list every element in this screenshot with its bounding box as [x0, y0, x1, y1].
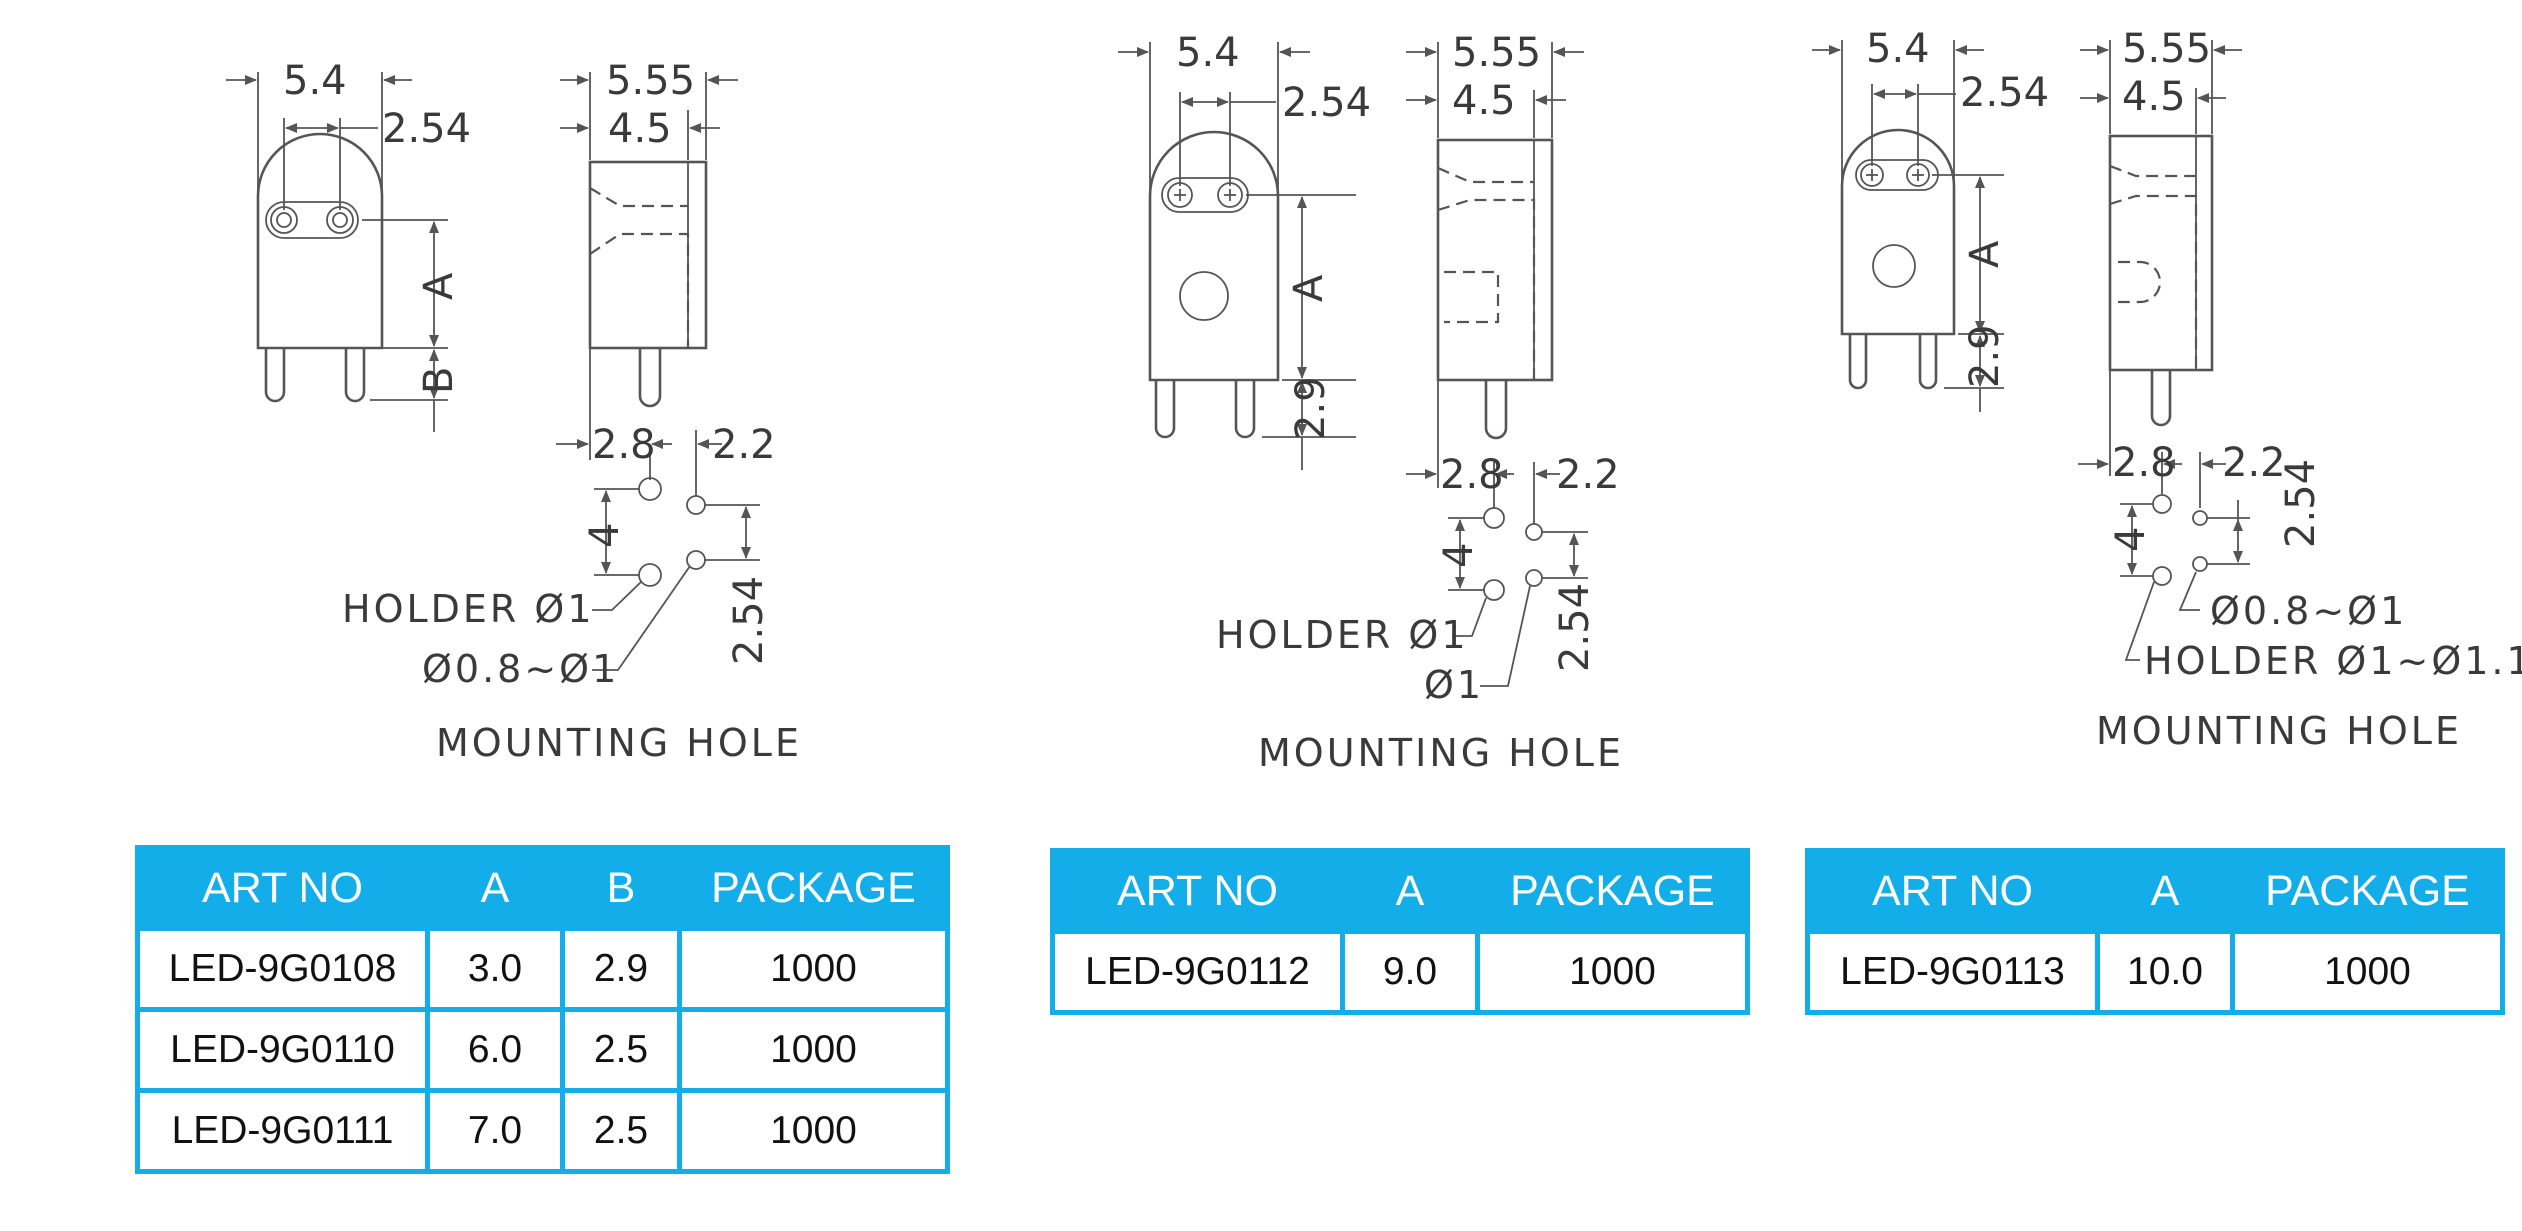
cell-package: 1000 [677, 1007, 950, 1093]
front-view [256, 132, 384, 403]
dim-hole-y: 4 [1436, 543, 1482, 568]
spec-table-1: ART NO A B PACKAGE LED-9G0108 3.0 2.9 10… [135, 845, 950, 1174]
cell-a: 3.0 [425, 926, 565, 1012]
dim-side-width: 5.55 [2122, 26, 2211, 72]
table-row: LED-9G0110 6.0 2.5 1000 [135, 1007, 950, 1093]
dim-hole-pitch: 2.54 [1552, 583, 1598, 672]
cell-b: 2.5 [560, 1007, 682, 1093]
mounting-hole-title: MOUNTING HOLE [436, 721, 802, 765]
cell-package: 1000 [2230, 929, 2505, 1015]
table-header-row: ART NO A B PACKAGE [135, 845, 950, 931]
holder-label: HOLDER Ø1~Ø1.1 [2144, 639, 2522, 683]
header-a: A [2095, 848, 2235, 934]
pin-label: Ø1 [1424, 663, 1484, 707]
dim-hole-x1: 2.8 [1440, 452, 1504, 498]
diagram-1: 5.4 2.54 A B [226, 58, 802, 765]
cell-package: 1000 [677, 926, 950, 1012]
front-dims: 5.4 2.54 A B [226, 58, 471, 432]
dim-pin-pitch: 2.54 [382, 106, 471, 152]
front-dims: 5.4 2.54 A 2.9 [1812, 26, 2049, 412]
mounting-hole-title: MOUNTING HOLE [2096, 709, 2462, 753]
front-view [1148, 130, 1280, 439]
side-view [2108, 134, 2214, 427]
mounting-holes: 2.8 2.2 4 2.54 Ø0.8~Ø1 HOLDER Ø1~Ø1.1 MO… [2078, 370, 2522, 753]
cell-package: 1000 [1475, 929, 1750, 1015]
side-dims: 5.55 4.5 [2080, 26, 2242, 134]
header-art-no: ART NO [135, 845, 430, 931]
cell-art-no: LED-9G0111 [135, 1088, 430, 1174]
diagram-3: 5.4 2.54 A 2.9 [1812, 26, 2522, 753]
cell-art-no: LED-9G0110 [135, 1007, 430, 1093]
dim-hole-y: 4 [582, 523, 628, 548]
mounting-holes: 2.8 2.2 4 2.54 HOLDER Ø1 Ø1 MOUNTING HOL… [1216, 380, 1624, 775]
table-row: LED-9G0108 3.0 2.9 1000 [135, 926, 950, 1012]
header-art-no: ART NO [1050, 848, 1345, 934]
table-row: LED-9G0111 7.0 2.5 1000 [135, 1088, 950, 1174]
table-header-row: ART NO A PACKAGE [1050, 848, 1750, 934]
header-package: PACKAGE [2230, 848, 2505, 934]
pin-label: Ø0.8~Ø1 [2210, 589, 2407, 633]
pin-label: Ø0.8~Ø1 [422, 647, 619, 691]
dim-overall-width: 5.4 [1866, 26, 1930, 72]
cell-b: 2.9 [560, 926, 682, 1012]
dim-pin-29: 2.9 [1288, 376, 1334, 440]
dim-pin-b: B [416, 367, 462, 394]
cell-package: 1000 [677, 1088, 950, 1174]
dim-side-inner: 4.5 [608, 106, 672, 152]
holder-label: HOLDER Ø1 [342, 587, 595, 631]
header-b: B [560, 845, 682, 931]
mounting-hole-title: MOUNTING HOLE [1258, 731, 1624, 775]
dim-side-width: 5.55 [606, 58, 695, 104]
side-view [588, 160, 708, 408]
dim-pin-pitch: 2.54 [1282, 80, 1371, 126]
dim-hole-x2: 2.2 [1556, 452, 1620, 498]
spec-table-3: ART NO A PACKAGE LED-9G0113 10.0 1000 [1805, 848, 2505, 1015]
dim-hole-pitch: 2.54 [726, 576, 772, 665]
cell-a: 7.0 [425, 1088, 565, 1174]
dim-side-width: 5.55 [1452, 30, 1541, 76]
cell-a: 10.0 [2095, 929, 2235, 1015]
holder-label: HOLDER Ø1 [1216, 613, 1469, 657]
dim-height-a: A [416, 272, 462, 300]
dim-hole-pitch: 2.54 [2278, 459, 2324, 548]
dim-side-inner: 4.5 [2122, 74, 2186, 120]
dim-pin-29: 2.9 [1962, 324, 2008, 388]
diagram-2: 5.4 2.54 A 2.9 [1118, 30, 1624, 775]
dim-hole-x2: 2.2 [712, 422, 776, 468]
dim-hole-y: 4 [2108, 527, 2154, 552]
mounting-holes: 2.8 2.2 4 2.54 HOLDER Ø1 Ø0.8~Ø1 MOUNTIN… [342, 348, 802, 765]
dim-height-a: A [1286, 274, 1332, 302]
header-package: PACKAGE [677, 845, 950, 931]
dim-side-inner: 4.5 [1452, 78, 1516, 124]
header-package: PACKAGE [1475, 848, 1750, 934]
table-row: LED-9G0113 10.0 1000 [1805, 929, 2505, 1015]
cell-a: 6.0 [425, 1007, 565, 1093]
header-a: A [425, 845, 565, 931]
dim-pin-pitch: 2.54 [1960, 70, 2049, 116]
front-dims: 5.4 2.54 A 2.9 [1118, 30, 1371, 470]
dim-hole-x1: 2.8 [2112, 440, 2176, 486]
cell-art-no: LED-9G0113 [1805, 929, 2100, 1015]
side-dims: 5.55 4.5 [1406, 30, 1584, 138]
front-view [1840, 128, 1956, 390]
dim-height-a: A [1962, 240, 2008, 268]
cell-b: 2.5 [560, 1088, 682, 1174]
table-header-row: ART NO A PACKAGE [1805, 848, 2505, 934]
header-a: A [1340, 848, 1480, 934]
header-art-no: ART NO [1805, 848, 2100, 934]
dim-overall-width: 5.4 [283, 58, 347, 104]
dim-hole-x1: 2.8 [592, 422, 656, 468]
spec-table-2: ART NO A PACKAGE LED-9G0112 9.0 1000 [1050, 848, 1750, 1015]
cell-a: 9.0 [1340, 929, 1480, 1015]
side-dims: 5.55 4.5 [560, 58, 738, 160]
dim-overall-width: 5.4 [1176, 30, 1240, 76]
cell-art-no: LED-9G0112 [1050, 929, 1345, 1015]
side-view [1436, 138, 1554, 440]
dim-hole-x2: 2.2 [2222, 440, 2286, 486]
table-row: LED-9G0112 9.0 1000 [1050, 929, 1750, 1015]
cell-art-no: LED-9G0108 [135, 926, 430, 1012]
